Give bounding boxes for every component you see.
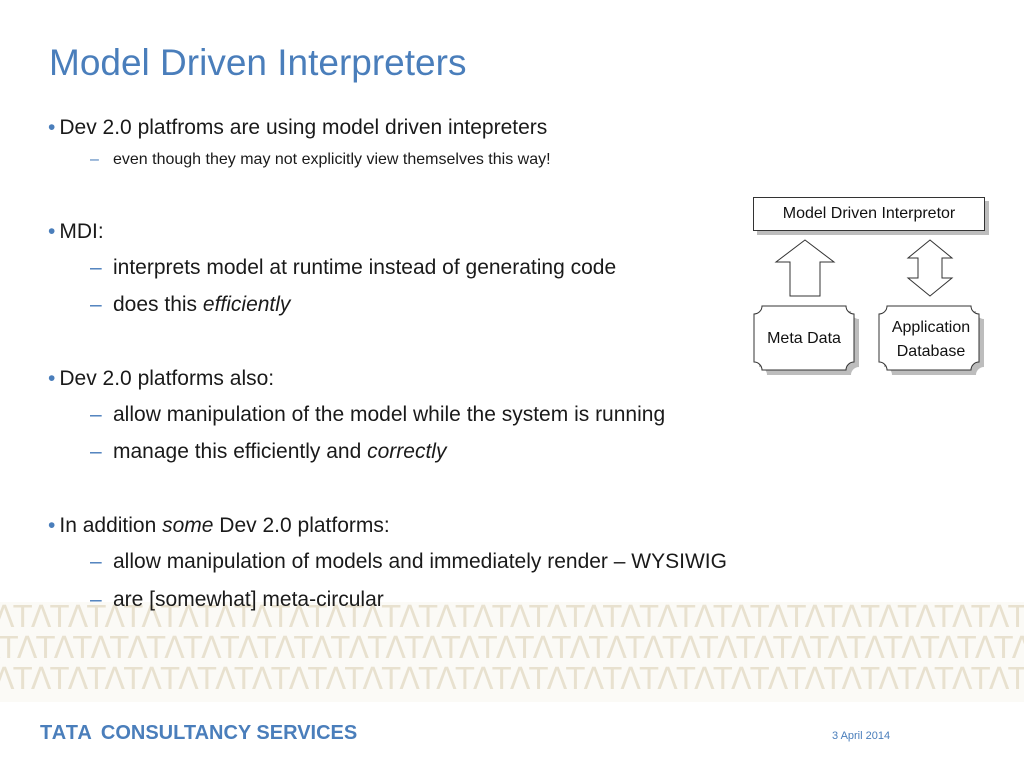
bullet-2-sub-2: –does this efficiently bbox=[90, 293, 290, 317]
application-database-box: Application Database bbox=[877, 302, 987, 382]
footer-pattern: ΛTΛTΛTΛTΛTΛTΛTΛTΛTΛTΛTΛTΛTΛTΛTΛTΛTΛTΛTΛT… bbox=[0, 602, 1024, 702]
bullet-dot-icon: • bbox=[48, 514, 56, 537]
bullet-dot-icon: • bbox=[48, 367, 56, 390]
bullet-3-sub-2-text: manage this efficiently and bbox=[113, 440, 368, 463]
dash-icon: – bbox=[90, 293, 102, 316]
bullet-1-sub-1-text: even though they may not explicitly view… bbox=[113, 151, 551, 168]
dash-icon: – bbox=[90, 151, 99, 168]
bullet-1-sub-1: –even though they may not explicitly vie… bbox=[90, 151, 551, 169]
bullet-4-sub-1-text: allow manipulation of models and immedia… bbox=[113, 550, 727, 573]
application-label: Application bbox=[891, 319, 971, 336]
database-label: Database bbox=[896, 343, 966, 360]
dash-icon: – bbox=[90, 440, 102, 463]
slide-date: 3 April 2014 bbox=[832, 730, 891, 742]
bullet-2-sub-2-text: does this bbox=[113, 293, 203, 316]
bullet-4: •In addition some Dev 2.0 platforms: bbox=[48, 514, 390, 538]
bullet-2-sub-2-emphasis: efficiently bbox=[202, 293, 291, 316]
bullet-4-emphasis: some bbox=[162, 514, 214, 537]
slide-title: Model Driven Interpreters bbox=[49, 42, 467, 83]
bullet-dot-icon: • bbox=[48, 116, 56, 139]
logo-tata: TATA bbox=[40, 722, 93, 744]
bullet-4-text-end: Dev 2.0 platforms: bbox=[213, 514, 390, 537]
model-driven-interpretor-box: Model Driven Interpretor bbox=[753, 197, 985, 231]
bullet-1-text: Dev 2.0 platfroms are using model driven… bbox=[59, 116, 548, 139]
bullet-4-sub-2-text: are [somewhat] meta-circular bbox=[113, 588, 384, 611]
bullet-3-sub-2: –manage this efficiently and correctly bbox=[90, 440, 446, 464]
bullet-3-sub-1: –allow manipulation of the model while t… bbox=[90, 403, 665, 427]
bullet-3-sub-2-emphasis: correctly bbox=[367, 440, 447, 463]
bullet-4-text: In addition bbox=[59, 514, 163, 537]
bullet-2-sub-1: –interprets model at runtime instead of … bbox=[90, 256, 616, 280]
meta-data-box: Meta Data bbox=[752, 302, 862, 382]
meta-data-label: Meta Data bbox=[767, 330, 841, 347]
bullet-4-sub-1: –allow manipulation of models and immedi… bbox=[90, 550, 727, 574]
bullet-dot-icon: • bbox=[48, 220, 56, 243]
bullet-1: •Dev 2.0 platfroms are using model drive… bbox=[48, 116, 547, 140]
bullet-2-text: MDI: bbox=[59, 220, 104, 243]
bullet-4-sub-2: –are [somewhat] meta-circular bbox=[90, 588, 384, 612]
bullet-3: •Dev 2.0 platforms also: bbox=[48, 367, 274, 391]
up-arrow-icon bbox=[774, 239, 836, 297]
company-logo: TATA CONSULTANCY SERVICES bbox=[40, 722, 357, 745]
dash-icon: – bbox=[90, 256, 102, 279]
dash-icon: – bbox=[90, 550, 102, 573]
logo-consultancy-services: CONSULTANCY SERVICES bbox=[100, 722, 358, 744]
bullet-3-text: Dev 2.0 platforms also: bbox=[59, 367, 275, 390]
double-arrow-icon bbox=[906, 239, 954, 297]
bullet-2-sub-1-text: interprets model at runtime instead of g… bbox=[113, 256, 617, 279]
dash-icon: – bbox=[90, 588, 102, 611]
bullet-3-sub-1-text: allow manipulation of the model while th… bbox=[113, 403, 666, 426]
dash-icon: – bbox=[90, 403, 102, 426]
diagram-arrows bbox=[774, 239, 954, 297]
bullet-2: •MDI: bbox=[48, 220, 104, 244]
